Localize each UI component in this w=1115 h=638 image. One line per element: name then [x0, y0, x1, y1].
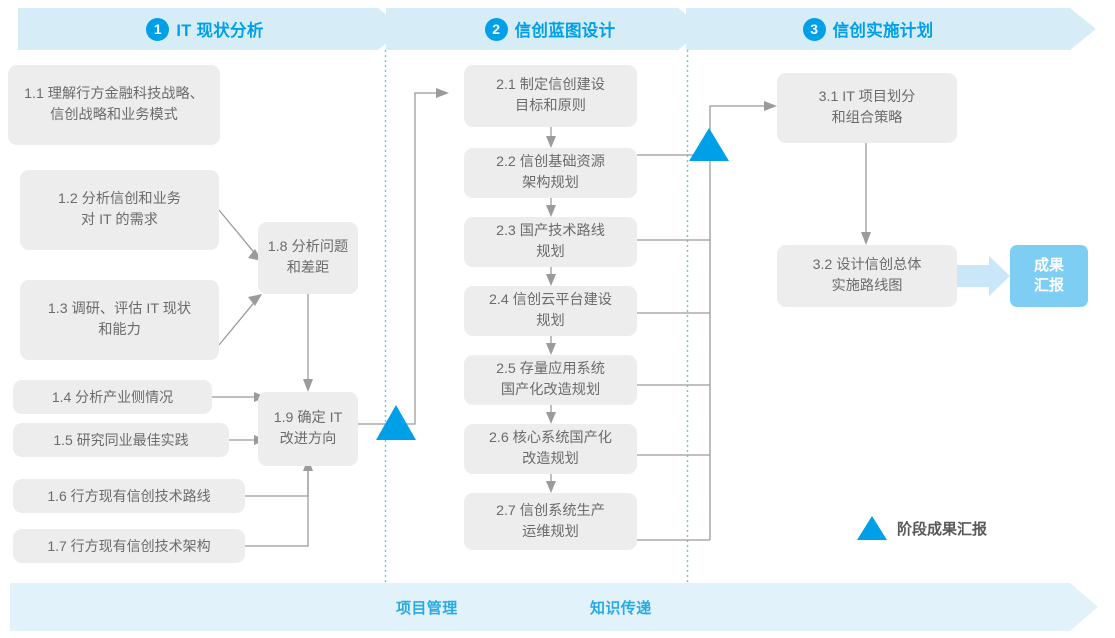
node-1-2[interactable]: 1.2 分析信创和业务 对 IT 的需求 [20, 170, 219, 250]
wire-1-2-to-1-8 [218, 209, 258, 257]
node-3-2[interactable]: 3.2 设计信创总体 实施路线图 [777, 245, 957, 307]
footer-band [0, 583, 1115, 631]
wire-head-2-2-to-2-3 [546, 205, 556, 217]
node-2-3[interactable]: 2.3 国产技术路线 规划 [464, 217, 637, 267]
legend-label: 阶段成果汇报 [897, 520, 988, 538]
wire-head-2-1-to-2-2 [546, 136, 556, 148]
node-1-8[interactable]: 1.8 分析问题 和差距 [258, 222, 358, 294]
node-1-7[interactable]: 1.7 行方现有信创技术架构 [13, 529, 245, 563]
node-2-1[interactable]: 2.1 制定信创建设 目标和原则 [464, 65, 637, 127]
wire-head-2-4-to-2-5 [546, 343, 556, 355]
node-1-1[interactable]: 1.1 理解行方金融科技战略、 信创战略和业务模式 [8, 65, 220, 145]
wire-head-3-1-to-3-2 [861, 232, 871, 245]
phase-header-band [0, 8, 1115, 50]
result-arrow-icon [955, 256, 1010, 296]
wire-head-2-3-to-2-4 [546, 274, 556, 286]
wire-1-7-to-1-9 [245, 466, 309, 547]
node-1-4[interactable]: 1.4 分析产业侧情况 [13, 380, 212, 414]
wire-bus-to-3-1 [709, 105, 768, 540]
footer-item-project-management[interactable]: 项目管理 [396, 599, 458, 617]
wire-head-to-2-1 [436, 88, 449, 98]
node-2-4[interactable]: 2.4 信创云平台建设 规划 [464, 286, 637, 336]
wire-head-2-6-to-2-7 [546, 481, 556, 493]
wire-head-1-3-to-1-8 [248, 294, 262, 306]
footer-item-knowledge-transfer[interactable]: 知识传递 [590, 599, 652, 617]
node-1-5[interactable]: 1.5 研究同业最佳实践 [13, 423, 229, 457]
node-2-7[interactable]: 2.7 信创系统生产 运维规划 [464, 493, 637, 550]
node-1-6[interactable]: 1.6 行方现有信创技术路线 [13, 479, 245, 513]
node-2-2[interactable]: 2.2 信创基础资源 架构规划 [464, 148, 637, 198]
milestone-triangle-phase2 [689, 128, 729, 161]
wire-1-6-to-1-9 [245, 466, 309, 497]
triangle-milestone-icon [857, 516, 887, 540]
wire-head-1-8-to-1-9 [303, 379, 313, 392]
node-1-9[interactable]: 1.9 确定 IT 改进方向 [258, 392, 358, 466]
legend: 阶段成果汇报 [857, 516, 987, 540]
node-1-3[interactable]: 1.3 调研、评估 IT 现状 和能力 [20, 280, 219, 360]
wire-head-to-3-1 [764, 101, 777, 111]
milestone-triangle-phase1 [376, 405, 416, 440]
result-report-node[interactable]: 成果 汇报 [1010, 245, 1088, 307]
node-2-6[interactable]: 2.6 核心系统国产化 改造规划 [464, 424, 637, 474]
node-3-1[interactable]: 3.1 IT 项目划分 和组合策略 [777, 73, 957, 143]
wire-head-2-5-to-2-6 [546, 412, 556, 424]
wire-1-3-to-1-8 [218, 298, 258, 346]
wire-1-9-to-2-1 [358, 92, 440, 425]
node-2-5[interactable]: 2.5 存量应用系统 国产化改造规划 [464, 355, 637, 405]
